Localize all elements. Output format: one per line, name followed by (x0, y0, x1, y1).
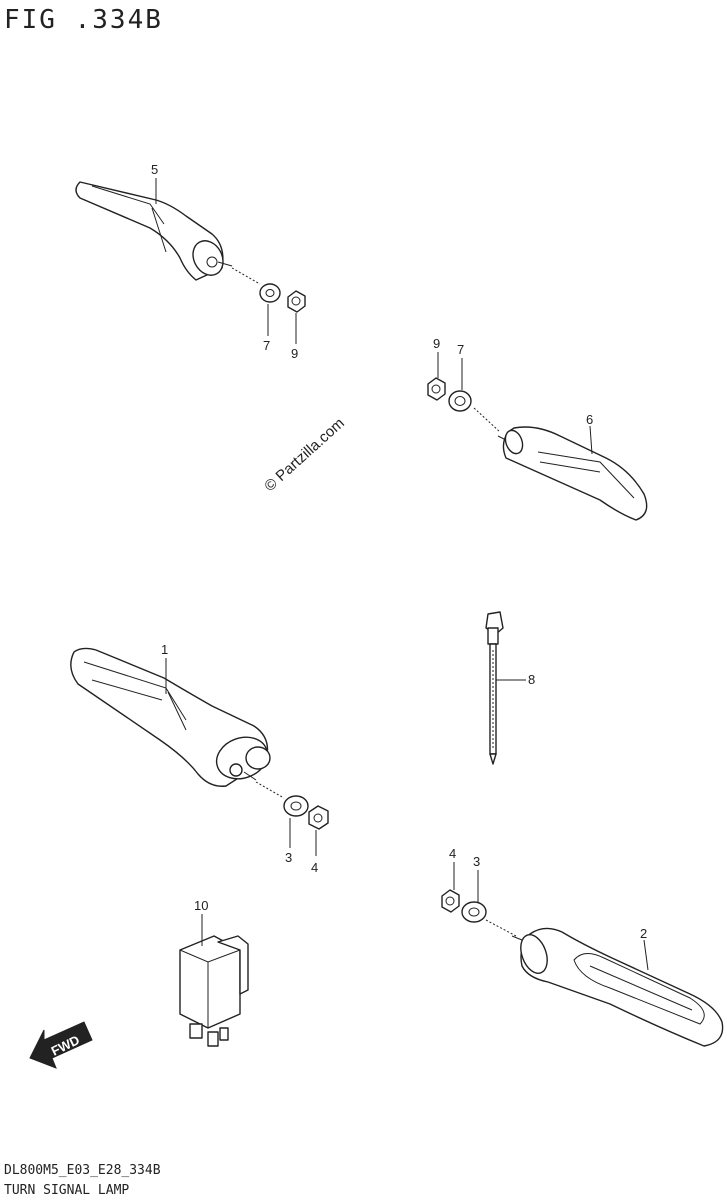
part-9-nut-upper[interactable] (287, 290, 306, 313)
callout-5: 5 (151, 162, 158, 177)
part-6-lamp[interactable] (497, 426, 648, 521)
callout-7-upper: 7 (263, 338, 270, 353)
figure-title: FIG .334B (4, 5, 163, 35)
watermark: © Partzilla.com (261, 415, 347, 495)
part-9-nut-mid[interactable] (427, 377, 446, 401)
callout-4-left: 4 (311, 860, 318, 875)
part-7-washer-mid[interactable] (448, 390, 472, 412)
callout-9-mid: 9 (433, 336, 440, 351)
callout-3-left: 3 (285, 850, 292, 865)
part-2-lamp[interactable] (511, 927, 724, 1047)
callout-7-mid: 7 (457, 342, 464, 357)
part-7-washer-upper[interactable] (259, 283, 281, 303)
part-3-washer-lower[interactable] (283, 795, 309, 817)
callout-2: 2 (640, 926, 647, 941)
callout-4-right: 4 (449, 846, 456, 861)
callout-6: 6 (586, 412, 593, 427)
callout-1: 1 (161, 642, 168, 657)
part-8-cable-tie[interactable] (485, 611, 504, 765)
part-1-lamp[interactable] (70, 647, 273, 787)
part-10-relay[interactable] (179, 935, 249, 1047)
part-5-lamp[interactable] (75, 181, 233, 281)
section-title: TURN SIGNAL LAMP (4, 1183, 129, 1198)
fwd-arrow-icon (29, 1021, 93, 1069)
model-code: DL800M5_E03_E28_334B (4, 1163, 161, 1178)
part-4-nut-right[interactable] (441, 889, 460, 913)
callout-9-upper: 9 (291, 346, 298, 361)
callout-10: 10 (194, 898, 208, 913)
part-3-washer-right[interactable] (461, 901, 487, 923)
callout-3-right: 3 (473, 854, 480, 869)
callout-8: 8 (528, 672, 535, 687)
part-4-nut-lower[interactable] (308, 805, 329, 830)
